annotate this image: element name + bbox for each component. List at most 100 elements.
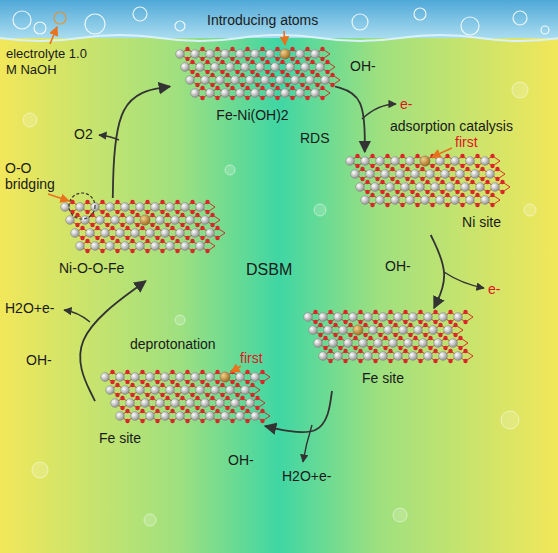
crystal-structure bbox=[101, 370, 270, 423]
oxygen-atom bbox=[115, 210, 119, 214]
oxygen-atom bbox=[465, 177, 469, 181]
ni-atom bbox=[446, 183, 455, 192]
bubble bbox=[461, 17, 479, 35]
oxygen-atom bbox=[358, 359, 362, 363]
ni-atom bbox=[151, 386, 160, 395]
cycle-arrow bbox=[265, 391, 332, 432]
ni-atom bbox=[161, 229, 170, 238]
oxygen-atom bbox=[255, 396, 259, 400]
oxygen-atom bbox=[200, 86, 204, 90]
oxygen-atom bbox=[290, 57, 294, 61]
oxygen-atom bbox=[260, 370, 264, 374]
oxygen-atom bbox=[318, 333, 322, 337]
ni-atom bbox=[411, 170, 420, 179]
oxygen-atom bbox=[250, 383, 254, 387]
ni-atom bbox=[466, 157, 475, 166]
oxygen-atom bbox=[385, 164, 389, 168]
oxygen-atom bbox=[190, 210, 194, 214]
ni-atom bbox=[349, 313, 358, 322]
oxygen-atom bbox=[150, 213, 154, 217]
ni-atom bbox=[146, 373, 155, 382]
oxygen-atom bbox=[388, 320, 392, 324]
oxygen-atom bbox=[315, 73, 319, 77]
oxygen-atom bbox=[100, 249, 104, 253]
oxygen-atom bbox=[423, 333, 427, 337]
branch-arrow bbox=[444, 272, 484, 288]
oxygen-atom bbox=[475, 193, 479, 197]
oxygen-atom bbox=[125, 236, 129, 240]
pointer-arrow bbox=[432, 148, 452, 157]
ni-atom bbox=[271, 63, 280, 72]
oxygen-atom bbox=[160, 239, 164, 243]
oxygen-atom bbox=[235, 383, 239, 387]
oxygen-atom bbox=[460, 203, 464, 207]
crystal-structure bbox=[304, 310, 473, 363]
oxygen-atom bbox=[290, 96, 294, 100]
ni-atom bbox=[96, 216, 105, 225]
oxygen-atom bbox=[135, 223, 139, 227]
ni-atom bbox=[251, 412, 260, 421]
oxygen-atom bbox=[260, 96, 264, 100]
ni-atom bbox=[116, 229, 125, 238]
oxygen-atom bbox=[160, 210, 164, 214]
ni-atom bbox=[181, 63, 190, 72]
ni-atom bbox=[346, 157, 355, 166]
oxygen-atom bbox=[120, 223, 124, 227]
oxygen-atom bbox=[115, 393, 119, 397]
ni-atom bbox=[161, 373, 170, 382]
ni-atom bbox=[381, 170, 390, 179]
annotation-label: OH- bbox=[26, 352, 52, 368]
oxygen-atom bbox=[165, 396, 169, 400]
oxygen-atom bbox=[485, 180, 489, 184]
ni-atom bbox=[399, 326, 408, 335]
ni-atom bbox=[329, 339, 338, 348]
oxygen-atom bbox=[455, 190, 459, 194]
oxygen-atom bbox=[348, 333, 352, 337]
oxygen-atom bbox=[195, 396, 199, 400]
ni-atom bbox=[126, 216, 135, 225]
ni-atom bbox=[461, 183, 470, 192]
oxygen-atom bbox=[413, 336, 417, 340]
oxygen-atom bbox=[125, 226, 129, 230]
oxygen-atom bbox=[110, 236, 114, 240]
annotation-label: OH- bbox=[228, 452, 254, 468]
oxygen-atom bbox=[200, 226, 204, 230]
oxygen-atom bbox=[290, 47, 294, 51]
oxygen-atom bbox=[318, 323, 322, 327]
oxygen-atom bbox=[130, 239, 134, 243]
oxygen-atom bbox=[400, 203, 404, 207]
oxygen-atom bbox=[410, 190, 414, 194]
crystal-structure bbox=[346, 154, 510, 207]
oxygen-atom bbox=[418, 359, 422, 363]
oxygen-atom bbox=[360, 177, 364, 181]
ni-atom bbox=[281, 89, 290, 98]
oxygen-atom bbox=[408, 333, 412, 337]
ni-atom bbox=[231, 76, 240, 85]
annotation-label: H2O+e- bbox=[5, 300, 54, 316]
oxygen-atom bbox=[220, 383, 224, 387]
catalyst-structure: Ni-O-O-Fe bbox=[55, 198, 220, 281]
oxygen-atom bbox=[155, 236, 159, 240]
oxygen-atom bbox=[95, 226, 99, 230]
oxygen-atom bbox=[210, 73, 214, 77]
ni-atom bbox=[176, 50, 185, 59]
oxygen-atom bbox=[100, 239, 104, 243]
oxygen-atom bbox=[320, 86, 324, 90]
ni-atom bbox=[316, 63, 325, 72]
oxygen-atom bbox=[180, 396, 184, 400]
oxygen-atom bbox=[250, 60, 254, 64]
ni-atom bbox=[309, 326, 318, 335]
ni-atom bbox=[426, 170, 435, 179]
annotation-label: Introducing atoms bbox=[207, 12, 318, 28]
oxygen-atom bbox=[398, 346, 402, 350]
oxygen-atom bbox=[235, 70, 239, 74]
oxygen-atom bbox=[338, 336, 342, 340]
ni-atom bbox=[191, 89, 200, 98]
ni-atom bbox=[414, 326, 423, 335]
oxygen-atom bbox=[368, 346, 372, 350]
oxygen-atom bbox=[150, 396, 154, 400]
droplet bbox=[23, 113, 37, 127]
oxygen-atom bbox=[205, 210, 209, 214]
ni-atom bbox=[206, 229, 215, 238]
oxygen-atom bbox=[195, 83, 199, 87]
